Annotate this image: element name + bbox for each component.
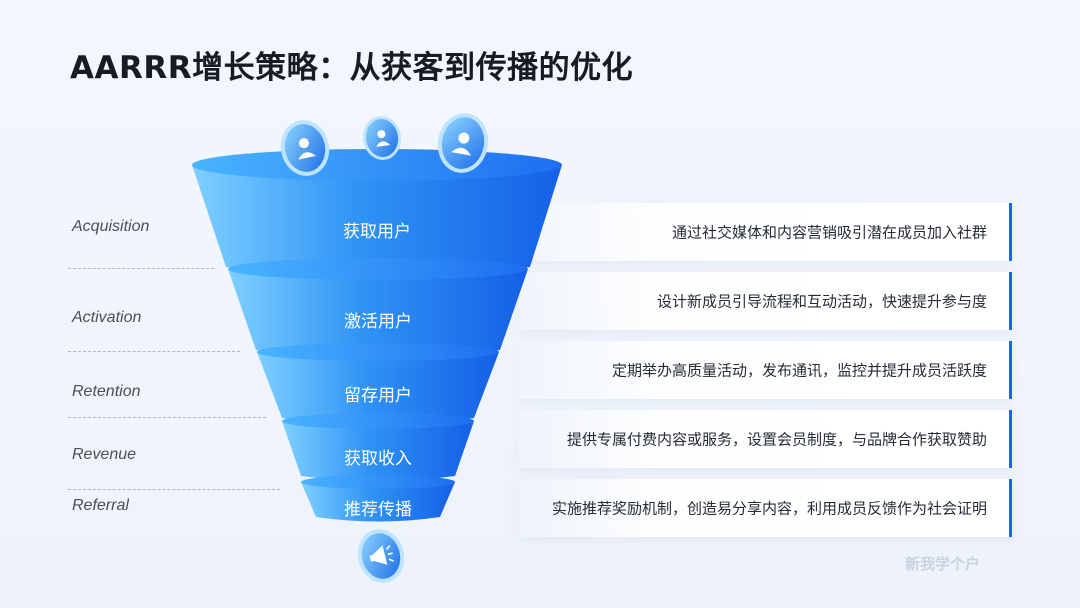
- divider: [68, 351, 240, 352]
- stage-description-panel: 提供专属付费内容或服务，设置会员制度，与品牌合作获取赞助: [519, 410, 1012, 468]
- funnel-segment-acquisition: [192, 149, 562, 276]
- stage-description: 定期举办高质量活动，发布通讯，监控并提升成员活跃度: [611, 361, 987, 380]
- user-icon: [362, 116, 402, 160]
- funnel-label-referral: 推荐传播: [344, 500, 412, 520]
- user-icon: [437, 113, 489, 173]
- stage-label-activation: Activation: [72, 309, 142, 326]
- divider: [68, 417, 266, 418]
- divider: [68, 489, 280, 490]
- stage-description: 实施推荐奖励机制，创造易分享内容，利用成员反馈作为社会证明: [551, 499, 987, 518]
- funnel-label-retention: 留存用户: [344, 386, 412, 406]
- stage-description: 设计新成员引导流程和互动活动，快速提升参与度: [656, 292, 987, 311]
- funnel-label-activation: 激活用户: [344, 312, 412, 332]
- funnel-segment-revenue: [282, 413, 474, 481]
- stage-description-panel: 实施推荐奖励机制，创造易分享内容，利用成员反馈作为社会证明: [519, 479, 1012, 537]
- stage-label-revenue: Revenue: [72, 446, 137, 463]
- funnel-segment-activation: [228, 258, 528, 358]
- stage-description-panel: 设计新成员引导流程和互动活动，快速提升参与度: [519, 272, 1012, 330]
- stage-description-panel: 定期举办高质量活动，发布通讯，监控并提升成员活跃度: [519, 341, 1012, 399]
- divider: [68, 268, 214, 269]
- funnel-label-revenue: 获取收入: [344, 449, 412, 469]
- page-title: AARRR增长策略：从获客到传播的优化: [70, 50, 634, 86]
- megaphone-icon: [357, 529, 405, 583]
- funnel-segment-retention: [257, 343, 499, 425]
- stage-description: 通过社交媒体和内容营销吸引潜在成员加入社群: [671, 223, 987, 242]
- user-icon: [280, 120, 330, 176]
- funnel-segment-referral: [301, 475, 455, 522]
- funnel-label-acquisition: 获取用户: [343, 222, 411, 242]
- stage-description-panel: 通过社交媒体和内容营销吸引潜在成员加入社群: [519, 203, 1012, 261]
- watermark: 新我学个户: [904, 555, 980, 573]
- stage-description: 提供专属付费内容或服务，设置会员制度，与品牌合作获取赞助: [566, 430, 987, 449]
- stage-label-acquisition: Acquisition: [72, 218, 150, 235]
- stage-label-retention: Retention: [72, 383, 141, 400]
- stage-label-referral: Referral: [72, 497, 129, 514]
